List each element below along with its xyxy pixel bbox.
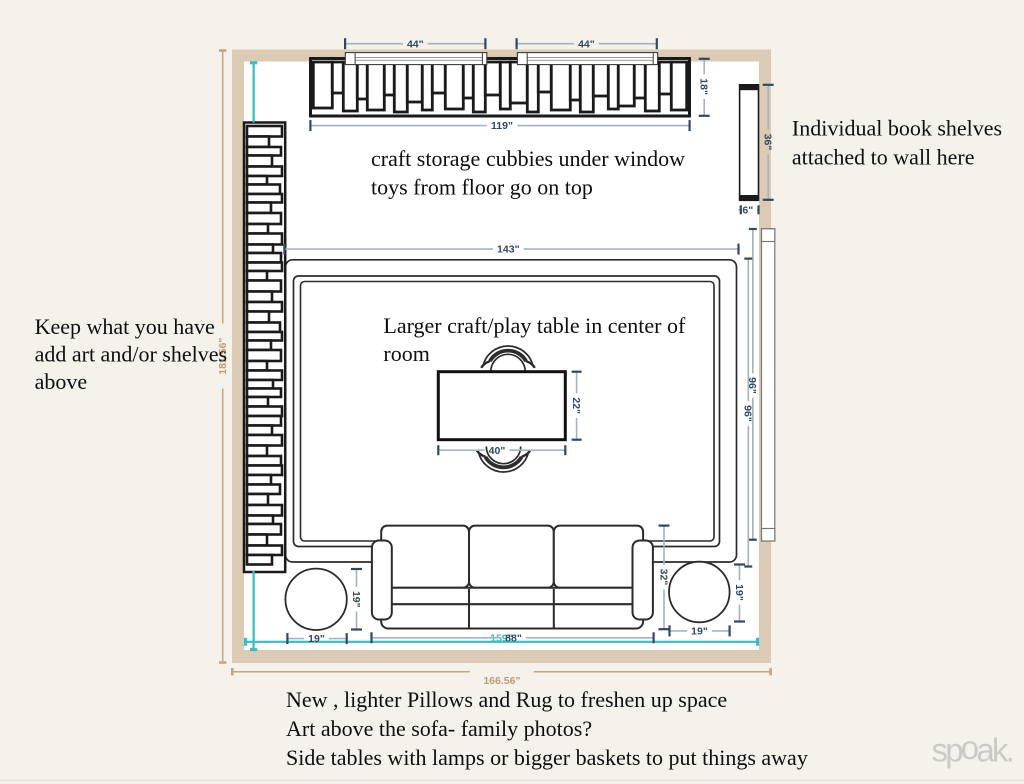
svg-text:181.56": 181.56" bbox=[217, 338, 229, 375]
svg-text:add art and/or shelves: add art and/or shelves bbox=[35, 341, 227, 366]
svg-text:22": 22" bbox=[570, 397, 582, 414]
svg-text:above: above bbox=[35, 369, 88, 394]
svg-text:159": 159" bbox=[490, 633, 513, 645]
svg-text:attached to wall here: attached to wall here bbox=[792, 144, 975, 169]
svg-text:Individual book shelves: Individual book shelves bbox=[792, 116, 1002, 141]
svg-text:Larger craft/play table in cen: Larger craft/play table in center of bbox=[383, 313, 686, 338]
svg-text:166.56": 166.56" bbox=[483, 675, 520, 687]
svg-text:96": 96" bbox=[746, 377, 758, 394]
svg-text:Side tables with lamps or bigg: Side tables with lamps or bigger baskets… bbox=[286, 745, 808, 770]
svg-text:New , lighter Pillows and Rug: New , lighter Pillows and Rug to freshen… bbox=[286, 687, 727, 712]
svg-text:88": 88" bbox=[505, 632, 522, 644]
svg-text:spoak.: spoak. bbox=[932, 729, 1013, 769]
svg-text:6": 6" bbox=[742, 204, 753, 216]
svg-text:143": 143" bbox=[497, 244, 520, 256]
svg-text:19": 19" bbox=[691, 626, 708, 638]
svg-text:Keep what you have: Keep what you have bbox=[35, 314, 215, 339]
svg-text:32": 32" bbox=[657, 569, 669, 586]
svg-text:19": 19" bbox=[733, 584, 745, 601]
svg-text:19": 19" bbox=[350, 591, 362, 608]
svg-text:119": 119" bbox=[491, 120, 513, 132]
svg-text:40": 40" bbox=[489, 445, 506, 457]
svg-text:36": 36" bbox=[762, 134, 774, 151]
svg-text:44": 44" bbox=[578, 38, 595, 50]
svg-text:19": 19" bbox=[308, 633, 325, 645]
svg-text:44": 44" bbox=[407, 38, 424, 50]
svg-text:room: room bbox=[383, 341, 429, 366]
svg-text:craft storage cubbies under wi: craft storage cubbies under window bbox=[371, 146, 685, 171]
svg-text:18": 18" bbox=[698, 78, 710, 95]
svg-text:96": 96" bbox=[742, 405, 754, 422]
svg-text:Art above the sofa- family pho: Art above the sofa- family photos? bbox=[286, 716, 592, 741]
svg-text:toys from floor go on top: toys from floor go on top bbox=[371, 174, 593, 199]
